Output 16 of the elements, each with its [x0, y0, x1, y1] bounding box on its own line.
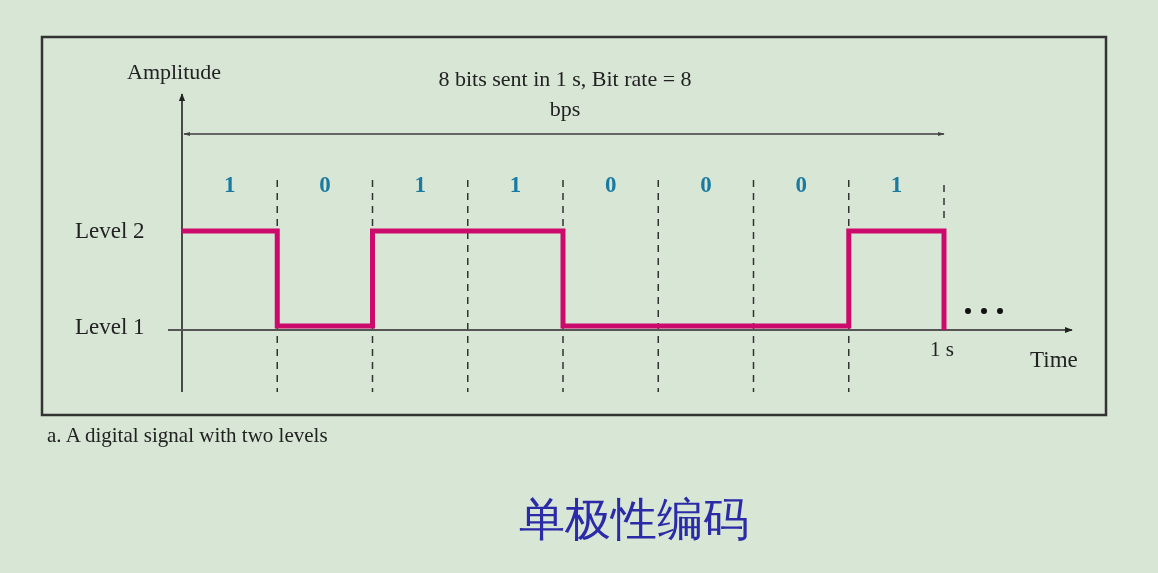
bit-value: 1: [889, 172, 904, 198]
bit-value: 1: [508, 172, 523, 198]
bit-value: 0: [318, 172, 332, 198]
annotation-text: 8 bits sent in 1 s, Bit rate = 8 bps: [437, 65, 693, 123]
axis-label: Amplitude: [127, 60, 222, 85]
bit-value: 1: [413, 172, 427, 198]
bit-value: 0: [699, 172, 713, 198]
level-label: Level 1: [75, 314, 145, 340]
caption: a. A digital signal with two levels: [47, 424, 328, 448]
axis-label: Time: [1030, 347, 1078, 373]
title: 单极性编码: [518, 494, 750, 545]
bit-value: 0: [603, 172, 618, 198]
level-label: Level 2: [75, 218, 145, 244]
tick-label: 1 s: [930, 338, 954, 362]
bit-value: 0: [794, 172, 808, 198]
bit-value: 1: [222, 172, 237, 198]
